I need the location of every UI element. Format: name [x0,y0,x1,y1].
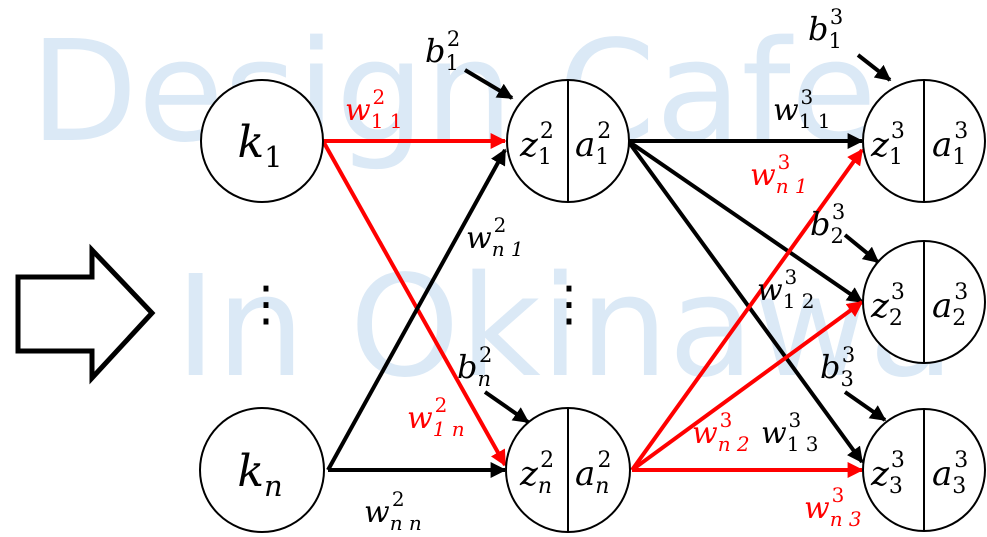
output-node-3-z-sup: 3 [891,448,905,473]
output-node-1: z13 a13 [862,79,986,203]
weight-label-w3-13: w1 33 [761,408,819,456]
hidden-node-n-a: a [575,454,595,494]
output-node-2-a-sup: 3 [954,280,968,305]
svg-text:a13: a13 [932,119,968,170]
bias-label-b3-3: b33 [820,343,855,391]
hidden-node-n: zn2 an2 [505,407,631,533]
weight-labels: w1 12 wn 12 w1 n2 wn n2 w1 13 wn 13 w1 2… [345,85,862,535]
bias-label-b2-1: b12 [425,27,460,75]
weight-label-w2-1n: w1 n2 [407,393,465,441]
output-node-2: z23 a23 [862,240,986,364]
output-node-2-a: a [932,286,952,326]
svg-text:z13: z13 [870,119,905,170]
connections-layer-2 [321,133,507,478]
bias-arrow-b3-1 [856,53,892,82]
hidden-node-1-a-sub: 1 [595,145,609,170]
input-node-1: k1 [200,79,324,203]
bias-arrow-b3-2 [843,233,880,264]
input-node-n-base: k [237,446,264,497]
weight-label-w2-11: w1 12 [345,85,403,133]
svg-text:k1: k1 [237,117,282,174]
hidden-node-n-z-sub: n [538,474,552,499]
output-node-1-z: z [870,125,890,165]
output-node-2-z: z [870,286,890,326]
edge-a1-z32 [626,139,864,304]
svg-text:zn2: zn2 [519,448,554,499]
weight-label-w3-n3: wn 33 [804,483,862,531]
weight-label-w2-n1: wn 12 [466,213,524,261]
hidden-node-n-z-sup: 2 [540,448,554,473]
hidden-node-1-z-sub: 1 [538,145,552,170]
connections-layer-3 [626,133,864,478]
weight-label-w3-n1: wn 13 [750,150,808,198]
output-node-3: z33 a33 [862,408,986,532]
output-node-3-a-sub: 3 [952,474,966,499]
hidden-node-n-a-sub: n [595,474,609,499]
svg-text:kn: kn [237,446,282,503]
hidden-node-n-a-sup: 2 [597,448,611,473]
weight-label-w3-11: w1 13 [773,85,831,133]
svg-text:z33: z33 [870,448,905,499]
svg-text:an2: an2 [575,448,611,499]
bias-arrow-b2-1 [463,68,514,100]
svg-text:z23: z23 [870,280,905,331]
weight-label-w3-12: w1 23 [757,265,815,313]
svg-text:a12: a12 [575,119,611,170]
bias-label-b3-2: b23 [810,200,845,248]
svg-text:a23: a23 [932,280,968,331]
hidden-node-1-z: z [519,125,539,165]
output-node-3-z-sub: 3 [889,474,903,499]
hidden-node-1-a-sup: 2 [597,119,611,144]
output-node-2-a-sub: 2 [952,306,966,331]
output-node-2-z-sub: 2 [889,306,903,331]
output-node-1-a-sup: 3 [954,119,968,144]
vertical-ellipsis-icon: ⋮ [242,276,290,332]
bias-label-b3-1: b13 [808,5,843,53]
hidden-node-1-z-sup: 2 [540,119,554,144]
bias-labels: b12 bn2 b13 b23 b33 [425,5,855,391]
bias-label-b2-n: bn2 [457,343,492,391]
output-node-3-a-sup: 3 [954,448,968,473]
svg-text:z12: z12 [519,119,554,170]
watermark-line-1: Design Cafe [30,11,877,174]
input-node-1-sub: 1 [264,140,282,174]
edge-an-z32 [630,300,864,472]
input-node-n-sub: n [264,469,283,503]
right-arrow-outline-icon [15,243,156,385]
weight-label-w2-nn: wn n2 [364,487,422,535]
edge-a1-z33 [626,139,864,464]
output-node-1-a-sub: 1 [952,145,966,170]
input-node-1-base: k [237,117,264,168]
bias-arrow-b3-3 [843,390,887,422]
output-node-3-z: z [870,454,890,494]
edge-k1-zn [321,140,507,467]
output-node-1-z-sub: 1 [889,145,903,170]
bias-arrows [463,53,892,424]
hidden-node-n-z: z [519,454,539,494]
output-node-2-z-sup: 3 [891,280,905,305]
output-node-1-z-sup: 3 [891,119,905,144]
input-node-n: kn [199,407,325,533]
hidden-node-1: z12 a12 [506,79,630,203]
svg-text:a33: a33 [932,448,968,499]
vertical-ellipsis-icon: ⋮ [545,276,593,332]
output-node-3-a: a [932,454,952,494]
bias-arrow-b2-n [483,390,530,424]
edge-an-z31 [630,148,864,472]
weight-label-w3-n2: wn 23 [692,408,750,456]
hidden-node-1-a: a [575,125,595,165]
output-node-1-a: a [932,125,952,165]
edge-kn-z1 [326,148,507,471]
